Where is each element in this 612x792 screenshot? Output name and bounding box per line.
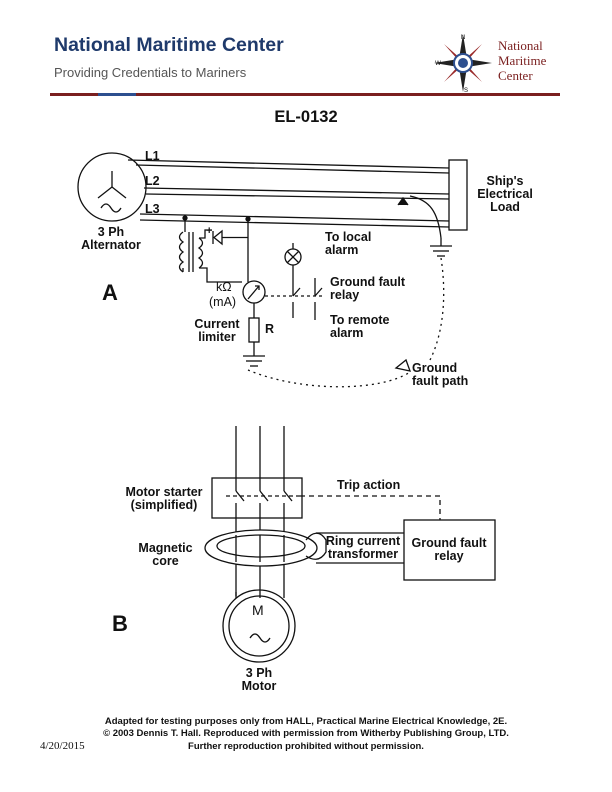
- compass-logo-icon: N W S: [434, 34, 492, 94]
- compass-n: N: [461, 35, 465, 41]
- label-l1: L1: [145, 149, 160, 163]
- meter-unit-label-2: (mA): [209, 295, 237, 309]
- logo-line-3: Center: [498, 68, 533, 83]
- alternator-symbol: [77, 152, 147, 222]
- label-l2: L2: [145, 174, 160, 188]
- line-l1: [127, 159, 450, 169]
- local-alarm-label: To local alarm: [325, 230, 372, 257]
- section-b-label: B: [112, 611, 128, 636]
- diagram-a: [77, 152, 468, 388]
- load-label: Ship's Electrical Load: [477, 174, 533, 214]
- meter-unit-label: kΩ: [216, 280, 232, 294]
- relay-label-a: Ground fault relay: [330, 275, 405, 302]
- alternator-label: 3 Ph Alternator: [81, 225, 141, 252]
- resistor-symbol: [248, 317, 260, 343]
- header-subtitle: Providing Credentials to Mariners: [54, 65, 247, 80]
- relay-box: [403, 519, 496, 581]
- compass-s: S: [464, 88, 468, 94]
- label-l3: L3: [145, 202, 160, 216]
- footer-date: 4/20/2015: [40, 740, 85, 752]
- load-box: [448, 159, 468, 231]
- logo-text: National Maritime Center: [498, 38, 546, 83]
- trip-label: Trip action: [337, 478, 401, 492]
- logo-line-2: Maritime: [498, 53, 547, 68]
- footer-line-2: © 2003 Dennis T. Hall. Reproduced with p…: [103, 728, 509, 739]
- ct-label: Ring current transformer: [325, 534, 401, 561]
- plus-sign: +: [206, 225, 213, 237]
- resistor-label: R: [265, 322, 275, 336]
- motor-symbol-label: M: [252, 602, 264, 618]
- line-l3: [139, 213, 450, 222]
- starter-label: Motor starter (simplified): [125, 485, 203, 512]
- core-label: Magnetic core: [138, 541, 193, 568]
- section-a-label: A: [102, 280, 118, 305]
- line-l2: [143, 187, 450, 195]
- diagram-b: [204, 426, 496, 663]
- relay-label-b: Ground fault relay: [411, 536, 487, 563]
- limiter-label: Current limiter: [194, 317, 240, 344]
- footer-line-3: Further reproduction prohibited without …: [188, 741, 424, 752]
- document-code: EL-0132: [274, 108, 338, 126]
- header-divider: [50, 93, 560, 96]
- footer-line-1: Adapted for testing purposes only from H…: [104, 716, 508, 727]
- remote-alarm-label: To remote alarm: [330, 313, 390, 340]
- motor-starter-box: [211, 477, 303, 519]
- motor-label: 3 Ph Motor: [241, 666, 277, 693]
- compass-w: W: [435, 61, 441, 67]
- fault-path-label: Ground fault path: [412, 361, 469, 388]
- header-divider-accent: [98, 93, 136, 96]
- motor-symbol: [222, 589, 296, 663]
- header-title: National Maritime Center: [54, 34, 284, 56]
- magnetic-core: [204, 529, 318, 567]
- logo-line-1: National: [498, 38, 543, 53]
